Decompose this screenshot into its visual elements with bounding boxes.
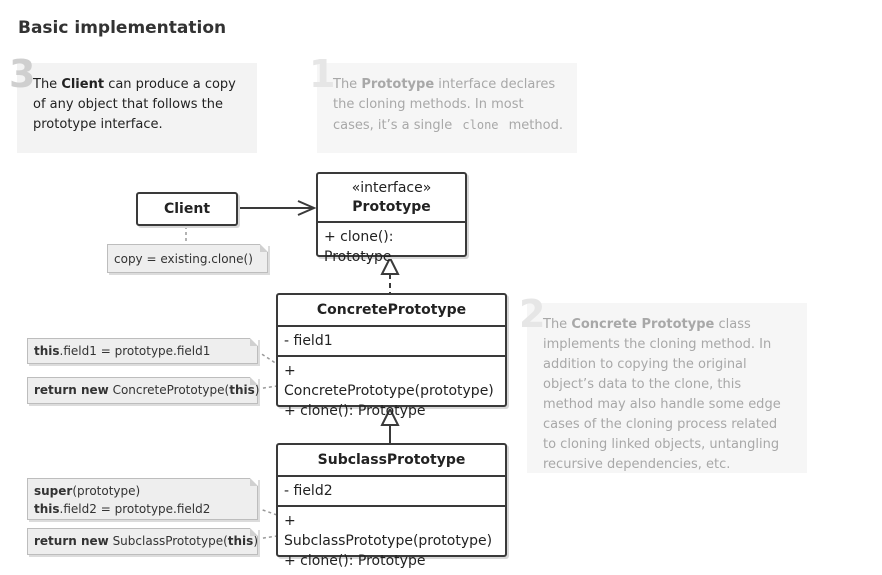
method: + ConcretePrototype(prototype) [284,363,494,399]
note-fold [250,528,258,536]
prototype-class-name: Prototype [352,199,431,215]
concrete-constructor-note: this.field1 = prototype.field1 [27,338,258,364]
code-clone: clone [462,118,499,132]
page-title: Basic implementation [18,18,227,38]
field: - field2 [284,483,333,499]
note-connector-3 [256,507,278,516]
prototype-methods: + clone(): Prototype [318,221,465,271]
client-class-box: Client [136,192,238,226]
method: + clone(): Prototype [284,553,426,569]
concrete-prototype-box: ConcretePrototype - field1 + ConcretePro… [276,293,507,419]
note-text: copy = existing.clone() [114,252,253,266]
note-connector-4 [256,535,278,540]
method: + clone(): Prototype [324,229,394,265]
subclass-constructor-note: super(prototype) this.field2 = prototype… [27,478,258,520]
callout-text: The Prototype interface declares the clo… [333,77,563,133]
concrete-clone-note: return new ConcretePrototype(this) [27,377,259,404]
callout-text: The Client can produce a copy of any obj… [33,77,236,132]
method: + SubclassPrototype(prototype) [284,513,493,549]
callout-text: The Concrete Prototype class implements … [543,317,781,472]
subclass-clone-note: return new SubclassPrototype(this) [27,528,258,555]
method: + clone(): Prototype [284,403,426,419]
note-fold [250,478,258,486]
note-connector-2 [256,385,278,390]
prototype-header: «interface» Prototype [318,174,465,221]
callout-client: 3 The Client can produce a copy of any o… [9,55,257,153]
association-arrowhead [297,200,317,216]
callout-concrete-prototype: 2 The Concrete Prototype class implement… [519,295,807,473]
client-code-note: copy = existing.clone() [107,244,268,273]
subclass-methods: + SubclassPrototype(prototype) + clone()… [278,505,505,575]
client-class-name: Client [163,201,211,217]
concrete-fields: - field1 [278,325,505,355]
note-fold [250,338,258,346]
subclass-fields: - field2 [278,475,505,505]
concrete-methods: + ConcretePrototype(prototype) + clone()… [278,355,505,425]
callout-number: 3 [9,52,36,96]
concrete-class-name: ConcretePrototype [316,302,467,318]
note-fold [250,377,258,385]
note-line-2: this.field2 = prototype.field2 [34,502,211,516]
field: - field1 [284,333,333,349]
note-fold [260,244,268,252]
callout-number: 1 [309,52,336,96]
callout-number: 2 [519,292,546,336]
note-connector-1 [256,350,278,365]
note-line-1: super(prototype) [34,484,141,498]
interface-stereotype: «interface» [351,180,432,196]
callout-prototype: 1 The Prototype interface declares the c… [309,55,577,153]
prototype-interface-box: «interface» Prototype + clone(): Prototy… [316,172,467,265]
subclass-class-name: SubclassPrototype [317,452,466,468]
subclass-prototype-box: SubclassPrototype - field2 + SubclassPro… [276,443,507,569]
